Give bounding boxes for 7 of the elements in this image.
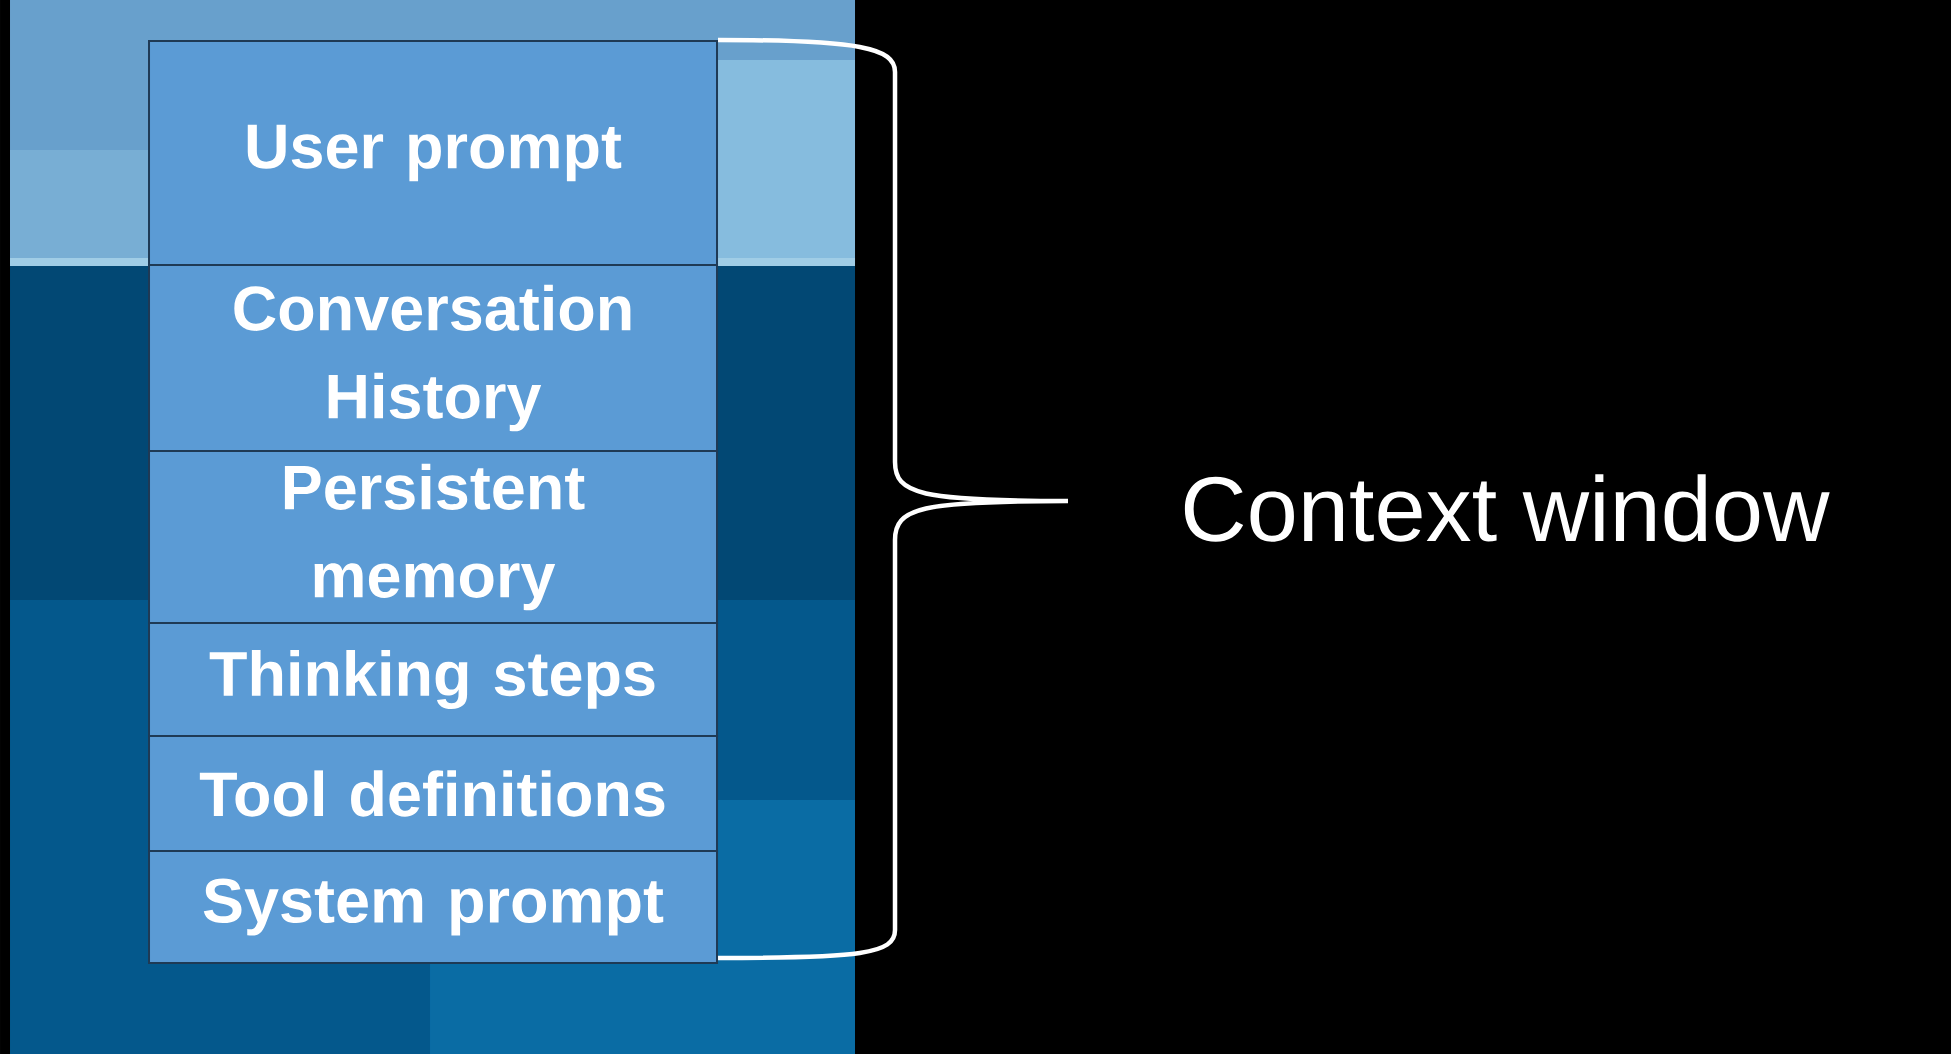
stack-box: Tool definitions <box>148 735 718 852</box>
stack-box: Thinking steps <box>148 622 718 737</box>
stack-box: System prompt <box>148 850 718 964</box>
stack-box: Persistent memory <box>148 450 718 624</box>
stack-box: User prompt <box>148 40 718 266</box>
bracket-label: Context window <box>1184 474 1830 542</box>
stack-box: Conversation History <box>148 264 718 452</box>
